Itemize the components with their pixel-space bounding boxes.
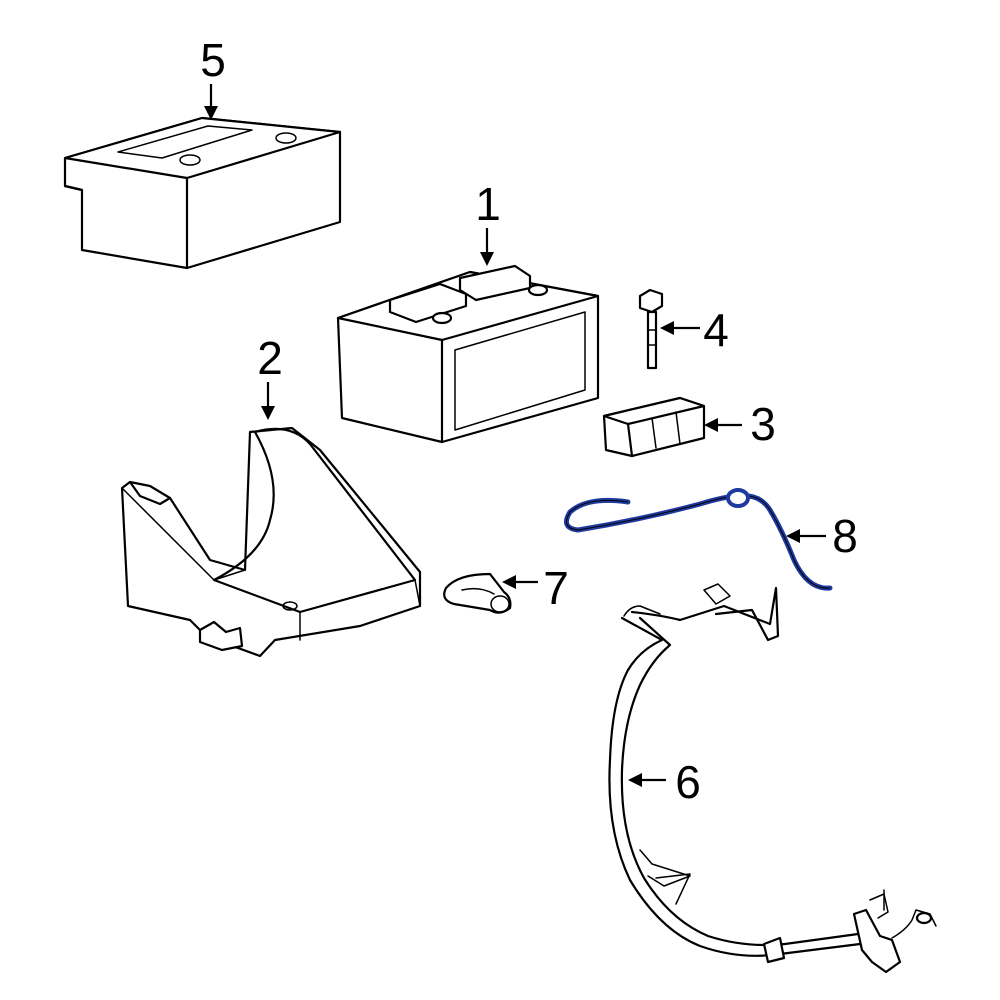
hold-down-clamp[interactable] — [602, 396, 706, 458]
callout-3-label: 3 — [750, 398, 776, 450]
callout-4-label: 4 — [703, 304, 729, 356]
callout-7: 7 — [502, 562, 569, 614]
callout-2-label: 2 — [257, 332, 283, 384]
battery-tray[interactable] — [120, 426, 422, 658]
callout-4: 4 — [660, 304, 729, 356]
positive-battery-cable[interactable] — [608, 583, 937, 974]
negative-battery-cable[interactable] — [563, 488, 833, 591]
callout-6: 6 — [628, 756, 701, 808]
callout-6-label: 6 — [675, 756, 701, 808]
battery-cover[interactable] — [63, 116, 342, 270]
callout-2: 2 — [257, 332, 283, 420]
callout-1-label: 1 — [475, 178, 501, 230]
callout-3: 3 — [704, 398, 776, 450]
callout-8-label: 8 — [832, 510, 858, 562]
callout-5: 5 — [200, 34, 226, 120]
callout-5-label: 5 — [200, 34, 226, 86]
terminal-cover[interactable] — [443, 572, 512, 614]
callout-7-label: 7 — [543, 562, 569, 614]
battery[interactable] — [336, 264, 600, 444]
hold-down-bolt[interactable] — [638, 288, 664, 370]
callout-1: 1 — [475, 178, 501, 266]
callout-8: 8 — [786, 510, 858, 562]
